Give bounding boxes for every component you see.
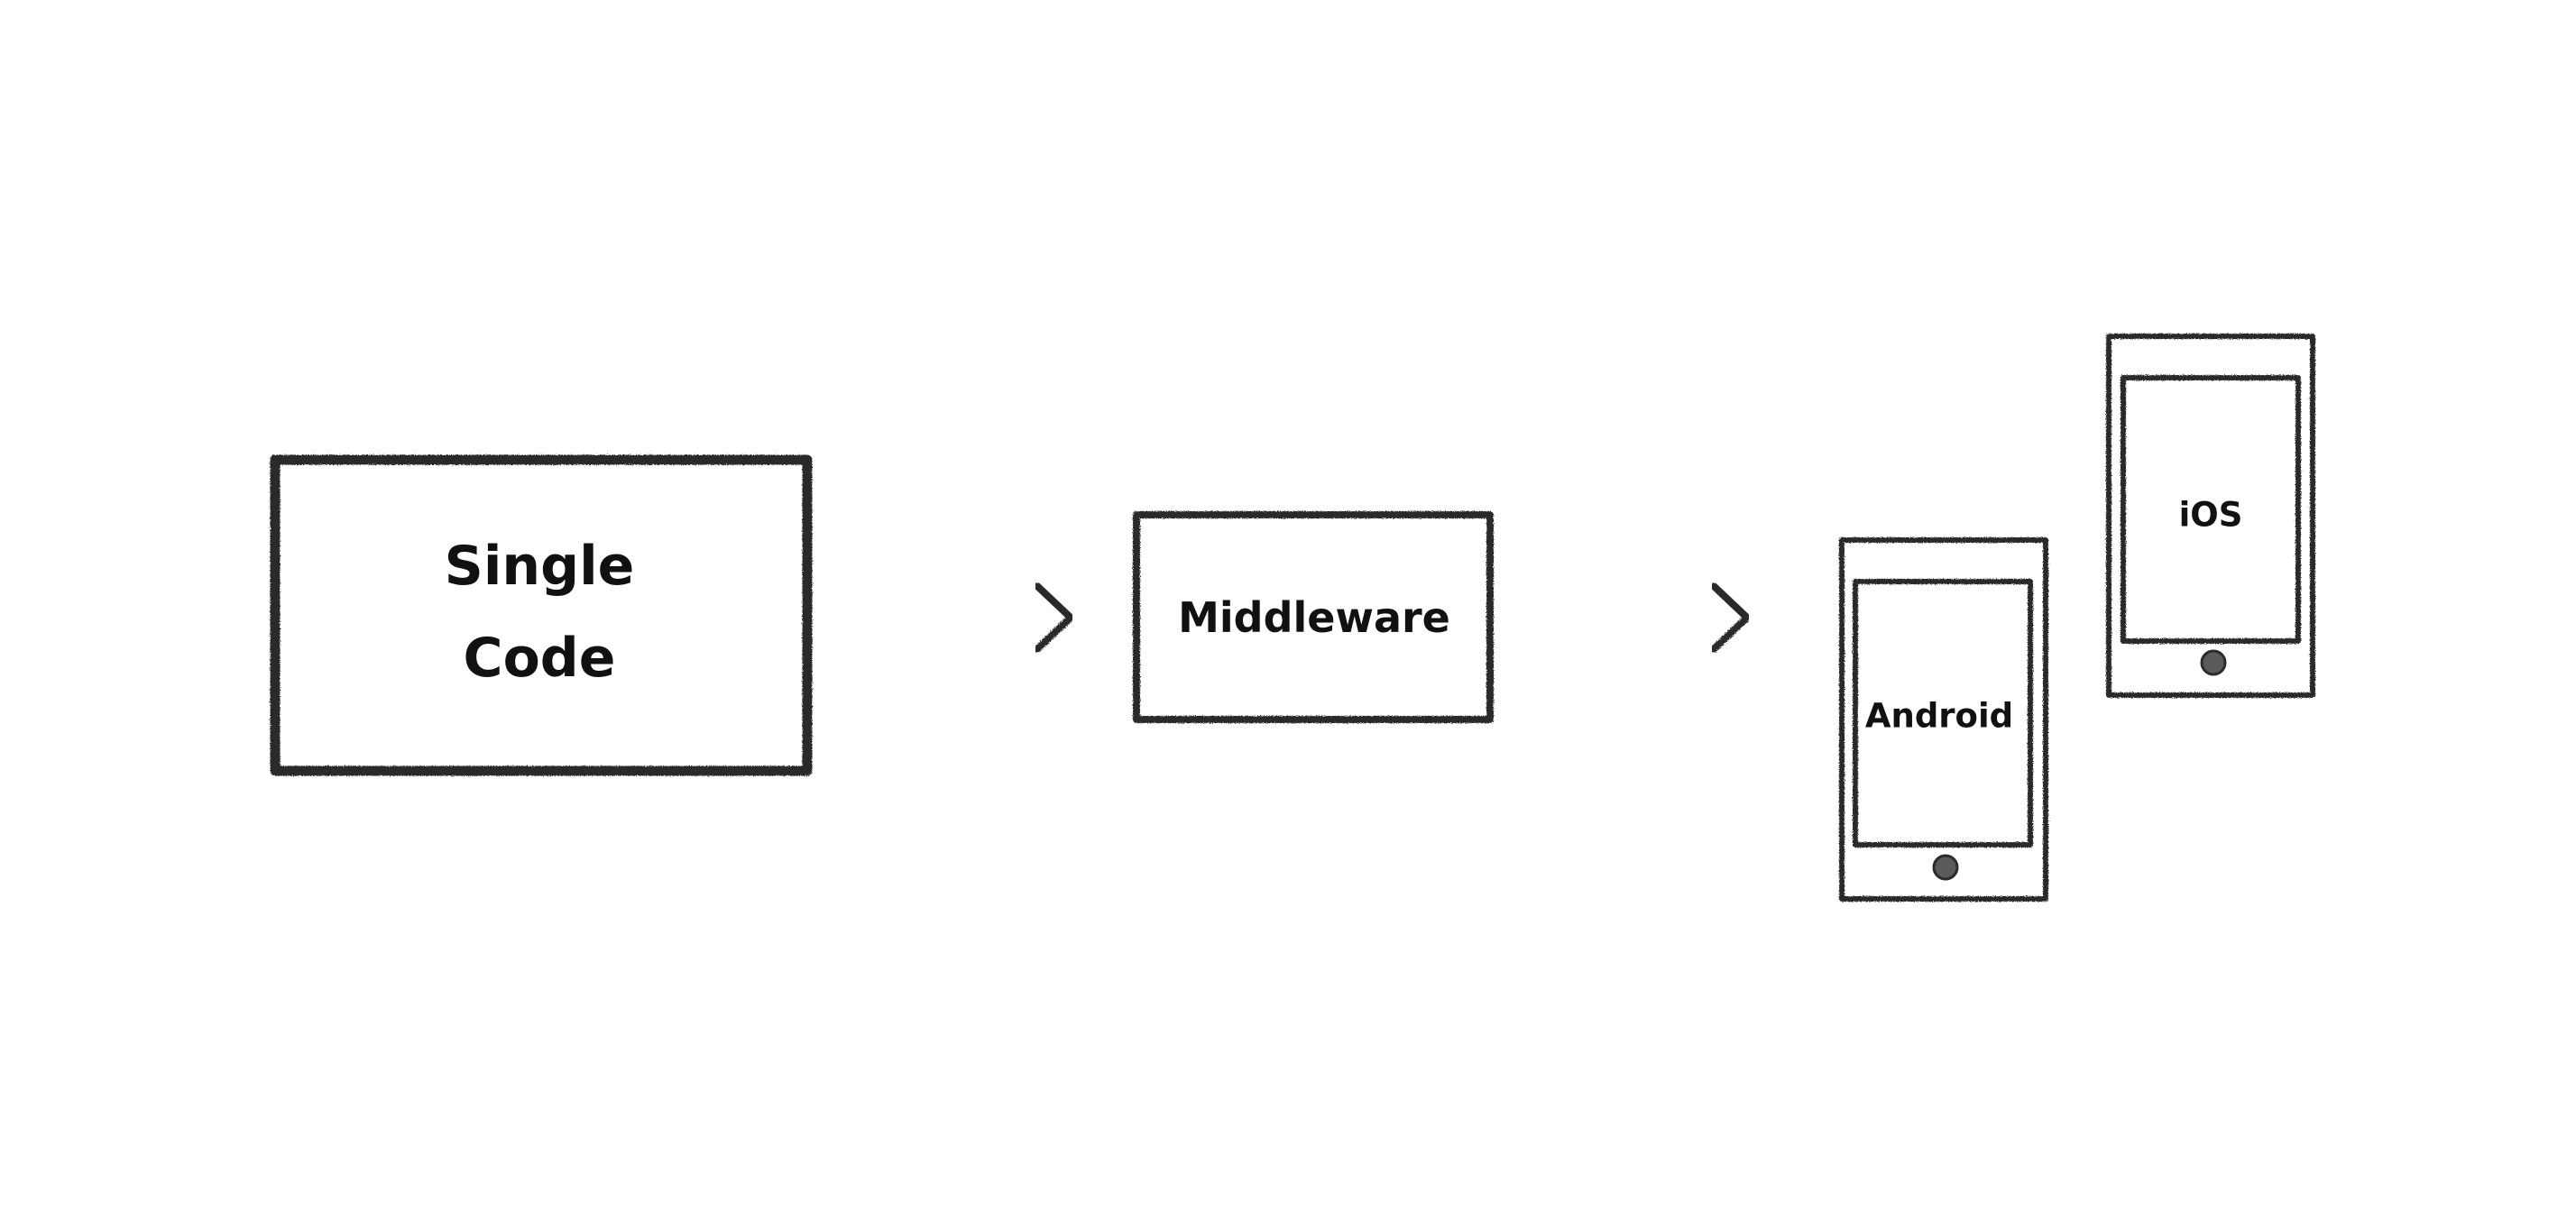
middleware-box [1133, 511, 1494, 723]
android-label: Android [1865, 697, 2013, 736]
arrow-to-devices [1492, 582, 1751, 653]
android-phone-body [1839, 537, 2048, 902]
android-phone: Android [1839, 537, 2048, 902]
middleware-node: Middleware [1133, 511, 1494, 723]
single-code-label-line2: Code [464, 627, 616, 690]
arrow-to-middleware-head [1034, 582, 1074, 653]
arrow-to-middleware [810, 582, 1074, 653]
single-code-node: Single Code [270, 454, 813, 776]
ios-home-button-icon [2200, 649, 2227, 676]
single-code-box [270, 454, 813, 776]
ios-phone-body [2106, 334, 2315, 698]
single-code-label-line1: Single [445, 535, 635, 598]
arrow-to-devices-head [1710, 582, 1751, 653]
middleware-label: Middleware [1178, 593, 1450, 642]
android-home-button-icon [1932, 854, 1959, 881]
ios-phone: iOS [2106, 334, 2315, 698]
ios-label: iOS [2179, 496, 2243, 535]
android-phone-screen [1853, 579, 2033, 848]
ios-phone-screen [2121, 375, 2301, 644]
